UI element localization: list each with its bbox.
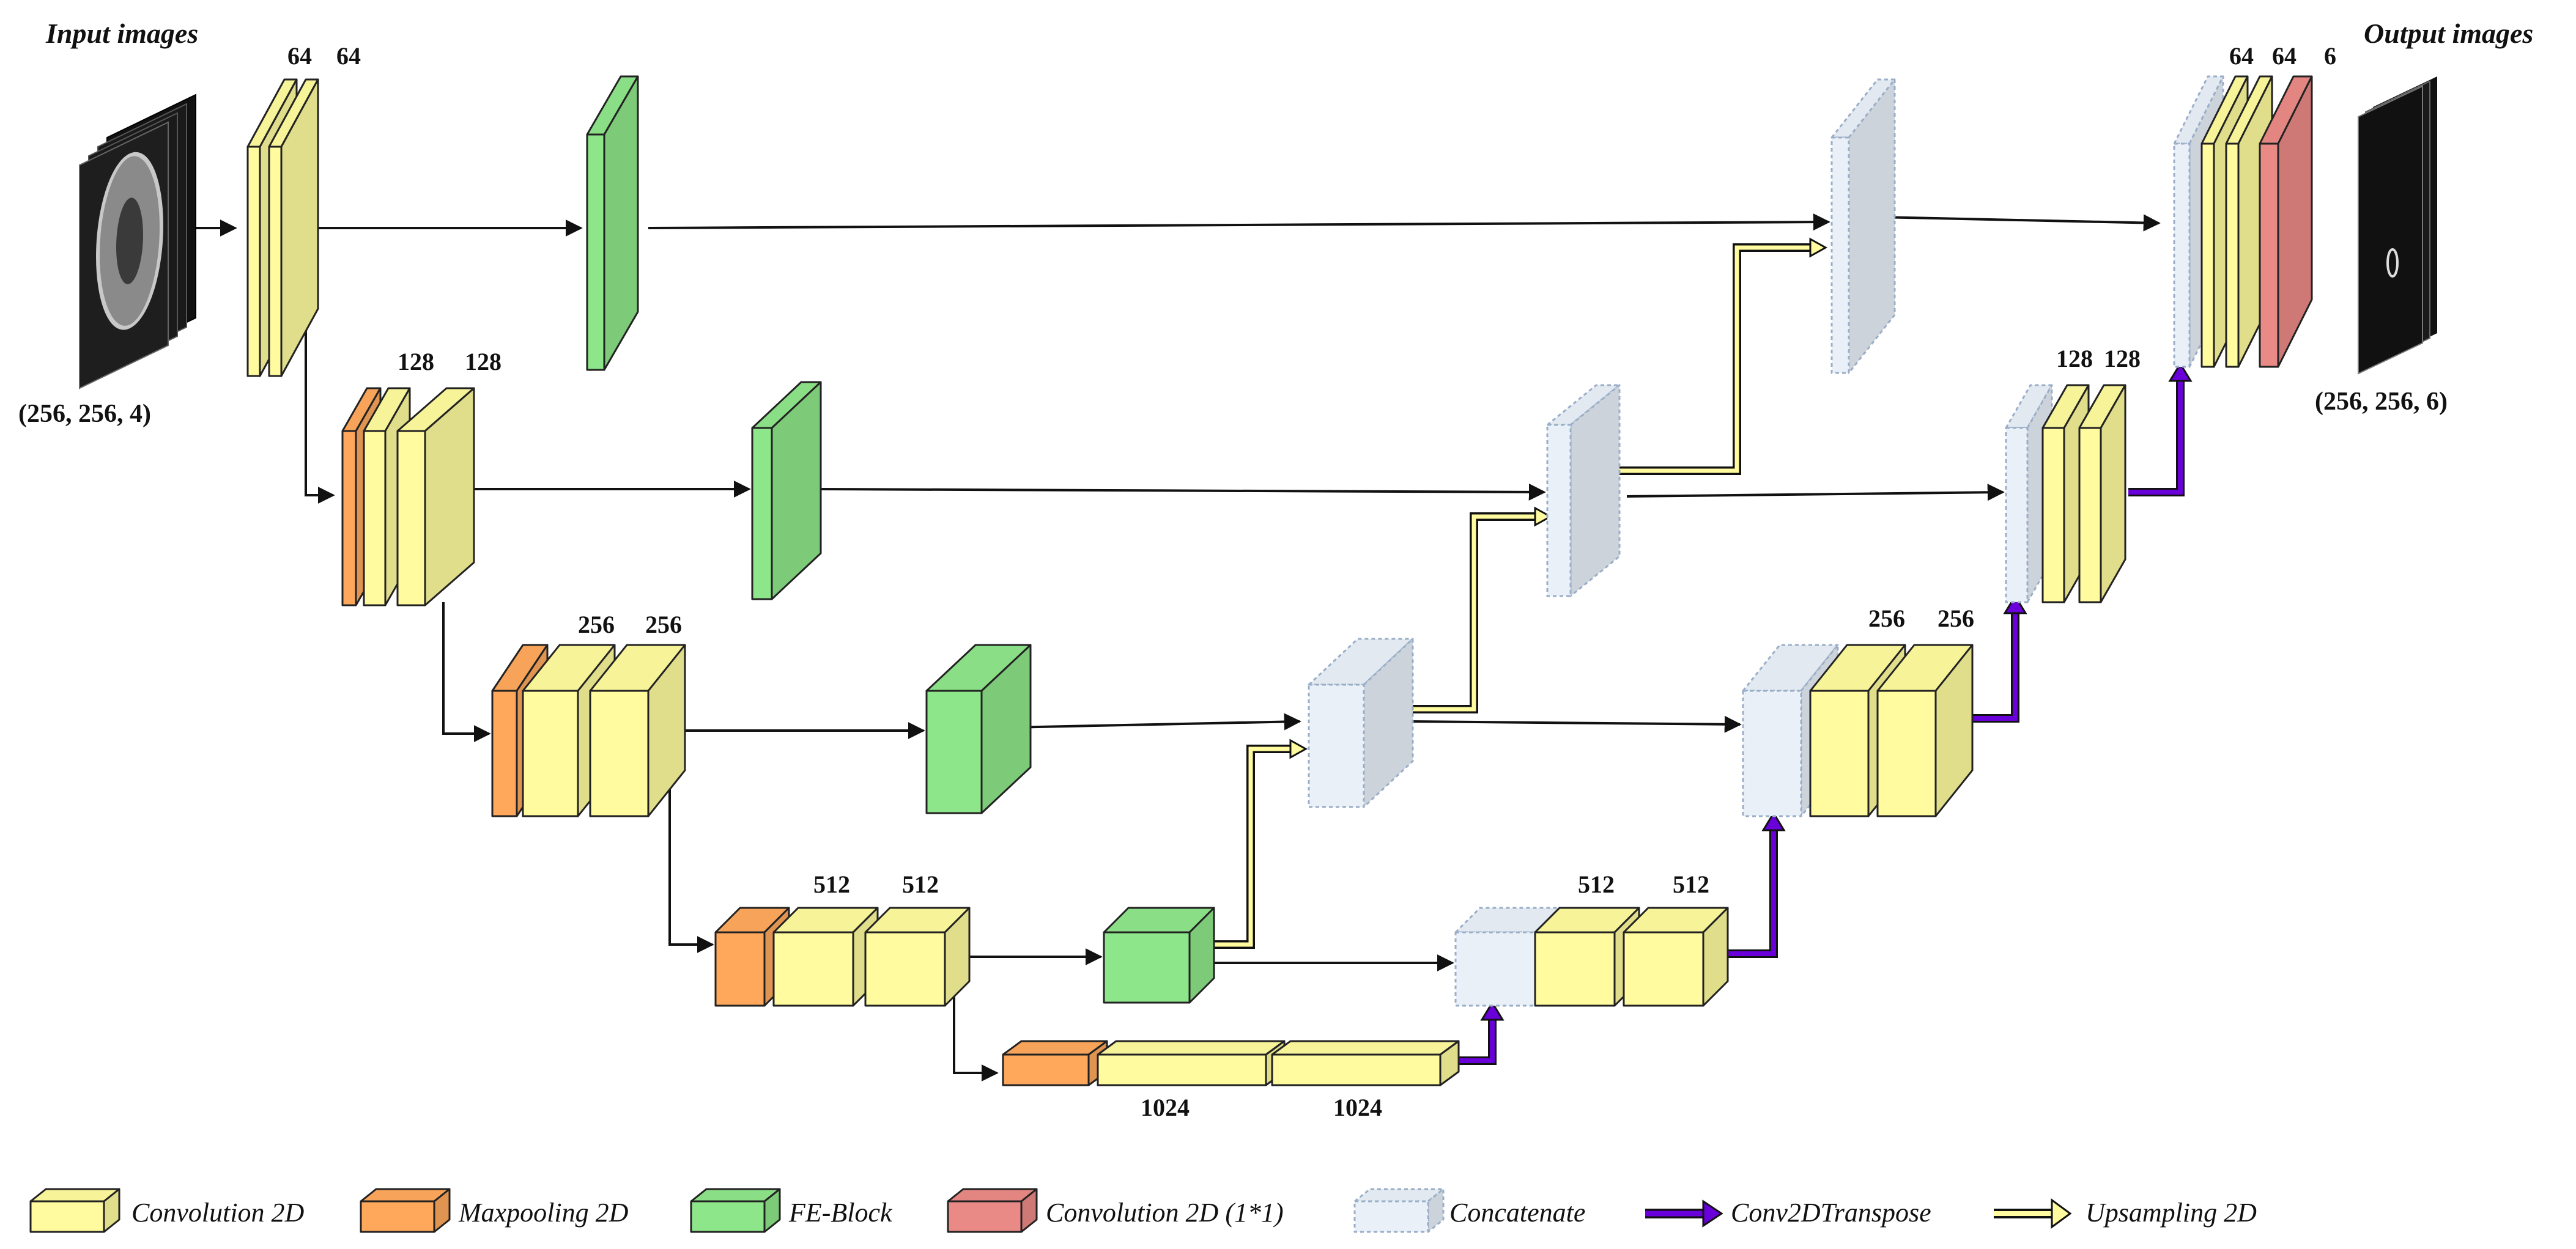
channel-label: 128 (465, 348, 502, 375)
output-shape-label: (256, 256, 6) (2315, 388, 2448, 416)
channel-label: 6 (2324, 42, 2336, 70)
channel-label: 512 (1673, 871, 1709, 898)
channel-label: 512 (813, 871, 850, 898)
conv-block (1097, 1040, 1286, 1086)
channel-label: 512 (1578, 871, 1615, 898)
legend-item-concat: Concatenate (1353, 1188, 1585, 1233)
conv1x1-block (2259, 75, 2313, 368)
transpose-arrow-4 (2128, 362, 2193, 496)
conv-block (268, 78, 319, 377)
legend-label: Maxpooling 2D (458, 1198, 629, 1228)
conv-block (1623, 907, 1729, 1007)
conv-block (396, 387, 475, 606)
conv11-legend-icon (947, 1188, 1038, 1233)
concat-block (1546, 384, 1621, 597)
legend-item-feblock: FE-Block (690, 1188, 893, 1233)
channel-label: 256 (1938, 605, 1974, 632)
legend-item-conv11: Convolution 2D (1*1) (947, 1188, 1284, 1233)
transpose-arrow-3 (1957, 594, 2027, 723)
channel-label: 256 (645, 611, 682, 638)
conv-block (589, 644, 686, 817)
network-blocks (246, 75, 2313, 1086)
legend-label: Conv2DTranspose (1731, 1198, 1931, 1228)
channel-label: 256 (1868, 605, 1905, 632)
channel-label: 256 (578, 611, 615, 638)
channel-label: 512 (902, 871, 939, 898)
input-images-title: Input images (45, 18, 198, 49)
conv-block (2078, 384, 2126, 603)
legend-label: Concatenate (1449, 1198, 1585, 1228)
output-image-stack (2358, 76, 2437, 375)
upsampling-arrow-3 (1605, 237, 1828, 475)
concat-block (1308, 638, 1414, 808)
channel-label: 64 (2229, 42, 2254, 70)
maxpool-legend-icon (360, 1188, 451, 1233)
channel-label: 64 (336, 42, 361, 70)
conv-block (864, 907, 971, 1007)
concat-block (1830, 78, 1896, 374)
channel-label: 128 (398, 348, 434, 375)
legend-item-upsample: Upsampling 2D (1994, 1198, 2257, 1229)
concat-legend-icon (1353, 1188, 1445, 1233)
channel-label: 1024 (1141, 1094, 1190, 1121)
legend-item-transpose: Conv2DTranspose (1645, 1198, 1931, 1228)
segmentation-mask-icon (2386, 248, 2399, 278)
conv-block (1876, 644, 1974, 817)
legend-item-maxpool: Maxpooling 2D (360, 1188, 629, 1233)
output-images-title: Output images (2364, 18, 2533, 49)
transpose-arrow-1 (1446, 1001, 1505, 1065)
legend-item-conv: Convolution 2D (29, 1188, 305, 1233)
conv-block (772, 907, 879, 1007)
upsampling-arrow-2 (1394, 506, 1553, 713)
upsampling-arrow-1 (1214, 739, 1308, 949)
conv-legend-icon (29, 1188, 120, 1233)
legend: Convolution 2D Maxpooling 2D FE-Block Co… (29, 1188, 2257, 1233)
maxpool-block (1002, 1040, 1108, 1086)
feblock-block (925, 644, 1032, 814)
channel-label: 128 (2104, 345, 2141, 372)
upsample-legend-icon (1994, 1198, 2072, 1229)
transpose-arrows (1446, 362, 2193, 1065)
legend-label: FE-Block (788, 1198, 893, 1228)
upsampling-arrows (1214, 237, 1828, 949)
legend-label: Convolution 2D (131, 1198, 305, 1228)
feblock-block (586, 75, 639, 371)
channel-label: 64 (287, 42, 312, 70)
channel-label: 128 (2056, 345, 2093, 372)
input-shape-label: (256, 256, 4) (18, 400, 151, 428)
conv-block (1271, 1040, 1460, 1086)
input-image-stack (79, 94, 196, 389)
feblock-legend-icon (690, 1188, 781, 1233)
channel-label: 64 (2272, 42, 2297, 70)
feblock-block (1103, 907, 1215, 1004)
transpose-legend-icon (1645, 1199, 1723, 1228)
channel-label: 1024 (1333, 1094, 1382, 1121)
transpose-arrow-2 (1719, 811, 1786, 958)
feblock-block (751, 381, 822, 600)
legend-label: Upsampling 2D (2086, 1198, 2257, 1228)
legend-label: Convolution 2D (1*1) (1046, 1198, 1284, 1228)
